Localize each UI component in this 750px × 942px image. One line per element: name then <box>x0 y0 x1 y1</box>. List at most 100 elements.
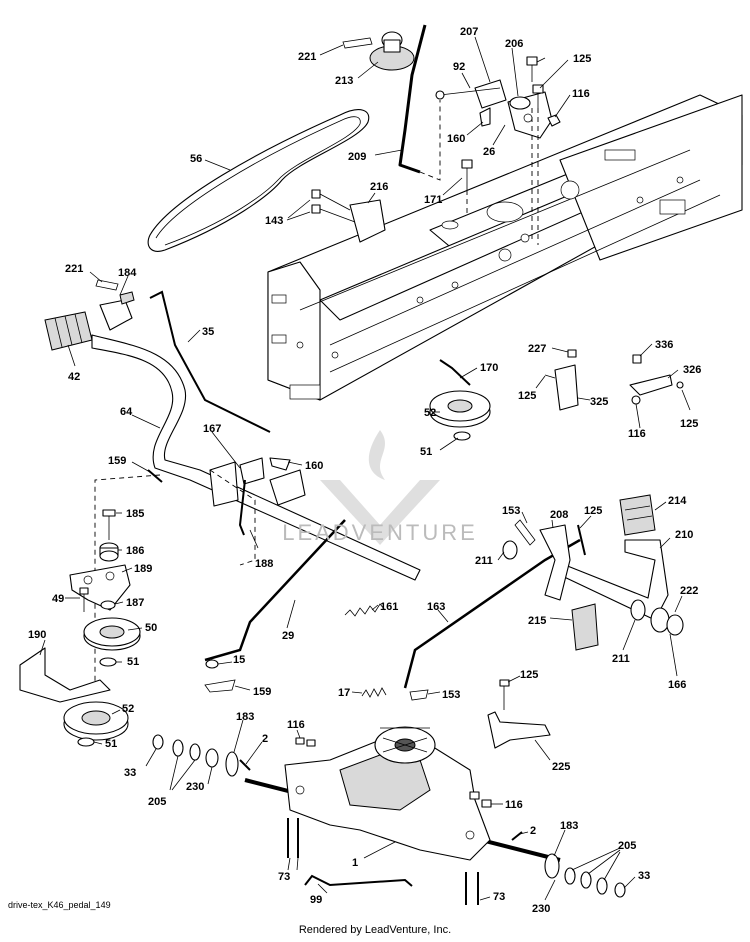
pins-2 <box>239 759 523 841</box>
callout-50: 50 <box>145 622 157 634</box>
rod-99 <box>304 874 413 887</box>
callout-125: 125 <box>518 390 536 402</box>
callout-49: 49 <box>52 593 64 605</box>
callout-35: 35 <box>202 326 214 338</box>
pedal-shaft-64 <box>91 334 421 581</box>
callout-209: 209 <box>348 151 366 163</box>
callout-116: 116 <box>505 799 523 811</box>
bracket-216 <box>349 199 386 243</box>
callout-221: 221 <box>65 263 83 275</box>
callout-213: 213 <box>335 75 353 87</box>
callout-42: 42 <box>68 371 80 383</box>
callout-230: 230 <box>186 781 204 793</box>
callout-159: 159 <box>108 455 126 467</box>
pulley-52-right <box>429 390 491 428</box>
callout-170: 170 <box>480 362 498 374</box>
callout-56: 56 <box>190 153 202 165</box>
knob-213 <box>369 31 415 71</box>
spring-161 <box>344 603 386 617</box>
callout-336: 336 <box>655 339 673 351</box>
callout-166: 166 <box>668 679 686 691</box>
transaxle-1 <box>244 726 561 862</box>
callout-33: 33 <box>124 767 136 779</box>
rendered-by-credit: Rendered by LeadVenture, Inc. <box>298 924 452 936</box>
callout-92: 92 <box>453 61 465 73</box>
callout-153: 153 <box>502 505 520 517</box>
callout-167: 167 <box>203 423 221 435</box>
bolt-125-pedal <box>577 524 586 556</box>
pin-160-mid <box>269 457 291 471</box>
spring-17 <box>361 687 387 698</box>
pedal-pad-214 <box>619 494 656 536</box>
callout-73: 73 <box>493 891 505 903</box>
callout-116: 116 <box>628 428 646 440</box>
callout-125: 125 <box>573 53 591 65</box>
pulley-50 <box>83 617 141 651</box>
washer-211-left <box>502 540 518 560</box>
bolt-185 <box>102 509 116 540</box>
callout-116: 116 <box>572 88 590 100</box>
pin-15 <box>205 659 219 669</box>
callout-125: 125 <box>520 669 538 681</box>
leader-lines <box>39 36 691 901</box>
spring-206 <box>509 96 531 110</box>
callout-190: 190 <box>28 629 46 641</box>
callout-210: 210 <box>675 529 693 541</box>
callout-227: 227 <box>528 343 546 355</box>
bracket-170 <box>439 359 471 386</box>
callout-2: 2 <box>262 733 268 745</box>
chassis-frame <box>267 94 743 401</box>
bushing-215 <box>571 603 599 651</box>
clip-153-top <box>514 519 536 546</box>
clip-159-bottom <box>204 679 236 693</box>
callout-1: 1 <box>352 857 358 869</box>
bolt-171 <box>461 159 473 190</box>
callout-51: 51 <box>420 446 432 458</box>
callout-159: 159 <box>253 686 271 698</box>
callout-207: 207 <box>460 26 478 38</box>
callout-64: 64 <box>120 406 133 418</box>
callout-33: 33 <box>638 870 650 882</box>
clips-167 <box>209 457 265 507</box>
callout-51: 51 <box>127 656 139 668</box>
clip-153-bottom <box>409 689 429 701</box>
callout-188: 188 <box>255 558 273 570</box>
callout-214: 214 <box>668 495 687 507</box>
pulley-52-left <box>63 701 129 741</box>
nut-51-left-b <box>77 737 95 747</box>
bolts-125-top <box>526 56 544 108</box>
bracket-207 <box>435 79 507 109</box>
callout-52: 52 <box>122 703 134 715</box>
callout-26: 26 <box>483 146 495 158</box>
callout-73: 73 <box>278 871 290 883</box>
callout-29: 29 <box>282 630 294 642</box>
nut-116-top <box>547 114 561 127</box>
pin-159-top <box>147 469 163 483</box>
callout-99: 99 <box>310 894 322 906</box>
plate-189 <box>69 564 131 611</box>
nut-51-left-a <box>99 657 117 667</box>
knob-184 <box>99 291 135 331</box>
washer-187 <box>100 600 116 610</box>
callout-125: 125 <box>584 505 602 517</box>
callout-211: 211 <box>612 653 630 665</box>
leadventure-logo-watermark <box>320 430 440 545</box>
bolts-143 <box>311 189 356 223</box>
callout-163: 163 <box>427 601 445 613</box>
callout-205: 205 <box>148 796 166 808</box>
image-label: drive-tex_K46_pedal_149 <box>8 900 111 910</box>
callout-230: 230 <box>532 903 550 915</box>
callout-143: 143 <box>265 215 283 227</box>
callout-205: 205 <box>618 840 636 852</box>
bushing-186 <box>99 542 119 562</box>
callout-17: 17 <box>338 687 350 699</box>
grip-42 <box>44 311 93 351</box>
callout-51: 51 <box>105 738 117 750</box>
bolt-227 <box>567 349 577 358</box>
bracket-225 <box>487 711 551 749</box>
callout-160: 160 <box>305 460 323 472</box>
bracket-188 <box>238 469 306 536</box>
callout-211: 211 <box>475 555 493 567</box>
callout-216: 216 <box>370 181 388 193</box>
